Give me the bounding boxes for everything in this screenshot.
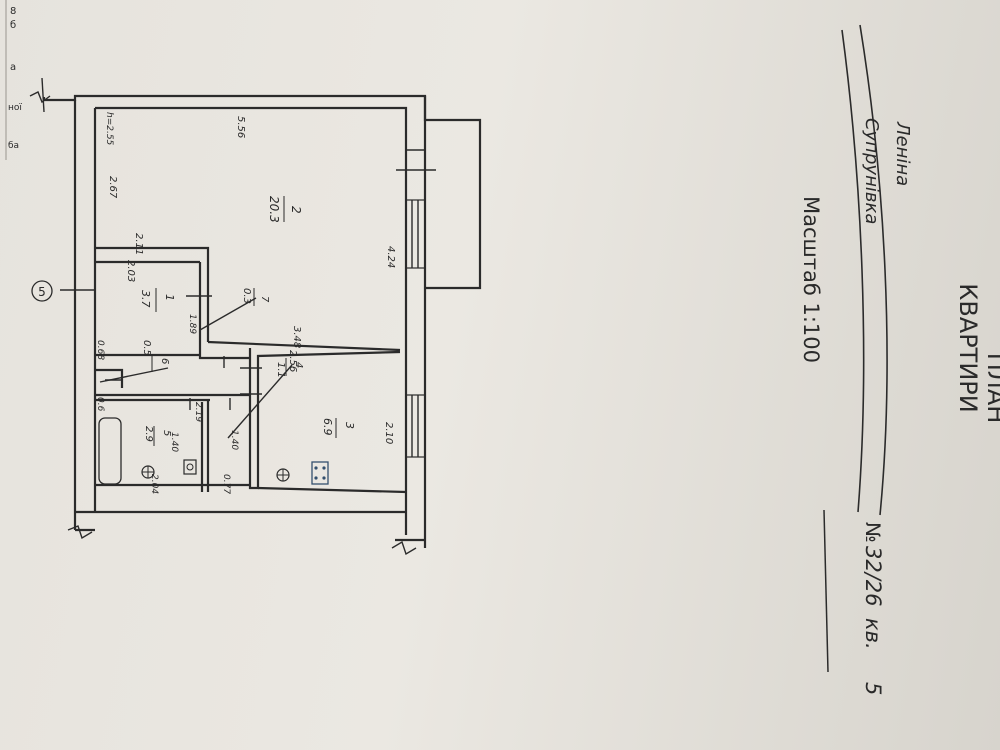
ceiling-height: h=2.55	[104, 112, 114, 146]
dim-2-11: 2.11	[133, 233, 144, 255]
window-top	[396, 149, 436, 171]
sink-icon	[141, 465, 155, 479]
dim-2-56: 2.56	[287, 350, 298, 372]
dim-2-04: 2.04	[149, 474, 159, 494]
bathtub-icon	[98, 417, 122, 485]
room-label-5: 5 2.9	[143, 426, 172, 446]
stove-sink-icon	[276, 468, 290, 482]
dim-2-10: 2.10	[383, 422, 394, 444]
svg-text:5: 5	[161, 430, 172, 436]
dim-0-6: 0.6	[95, 397, 105, 412]
svg-text:3.7: 3.7	[139, 290, 152, 308]
room-label-2: 2 20.3	[267, 196, 303, 223]
number-prefix: №	[861, 522, 885, 543]
wall-room3-bottom	[257, 486, 407, 494]
break-mark-bottom-left	[67, 525, 93, 540]
svg-text:6: 6	[159, 358, 170, 364]
window-bottom	[405, 394, 426, 458]
toilet-icon	[183, 459, 197, 475]
scale-label: Масштаб 1:100	[799, 196, 823, 363]
svg-text:2: 2	[289, 206, 303, 214]
room-label-4: 4 1.1	[275, 358, 304, 378]
edge-fragment-4: ної	[8, 103, 22, 113]
svg-text:4: 4	[293, 362, 304, 368]
room-label-7: 7 0.3	[241, 288, 270, 306]
outer-wall-bottom-ends	[75, 528, 425, 542]
wall-room1-top	[95, 246, 210, 342]
title-line-2: КВАРТИРИ	[954, 283, 982, 412]
svg-text:6.9: 6.9	[321, 418, 334, 436]
wall-room6-inner	[95, 368, 124, 388]
svg-text:0.5: 0.5	[141, 340, 152, 356]
title-line-1: ПЛАН	[982, 353, 1000, 424]
apartment-number: 5	[861, 682, 885, 695]
outer-wall-top-inner	[95, 106, 408, 535]
wall-room5-right	[200, 400, 210, 492]
leader-lines	[99, 297, 293, 439]
svg-text:1: 1	[163, 294, 176, 301]
stove-icon	[311, 461, 329, 485]
door-marks	[105, 295, 262, 410]
dim-5-56: 5.56	[235, 116, 246, 138]
room-label-3: 3 6.9	[321, 418, 356, 438]
street-line-outer	[859, 24, 888, 516]
dim-1-40b: 1.40	[229, 430, 239, 450]
apartment-prefix: кв.	[861, 618, 885, 650]
break-line-top-left	[41, 77, 45, 113]
break-mark-top-left	[29, 91, 51, 104]
number-value: 32/26	[861, 546, 885, 607]
street-label-suprunivka: Супрунівка	[861, 118, 882, 224]
street-label-lenina: Леніна	[892, 121, 913, 186]
dim-2-19: 2.19	[193, 402, 203, 422]
dim-2-03: 2.03	[125, 260, 136, 282]
window-middle	[405, 199, 426, 269]
svg-text:2.9: 2.9	[143, 426, 154, 442]
wall-room1-right	[198, 262, 250, 360]
room-label-6: 6 0.5	[141, 340, 170, 372]
room-label-1: 1 3.7	[139, 288, 176, 312]
svg-text:0.3: 0.3	[241, 288, 252, 304]
edge-fragment-2: б	[10, 20, 16, 31]
dim-3-48: 3.48	[291, 326, 302, 348]
dim-0-68: 0.68	[95, 340, 105, 360]
svg-text:20.3: 20.3	[267, 196, 281, 223]
axis-mark: 5	[31, 280, 95, 302]
svg-text:1.1: 1.1	[275, 362, 286, 378]
dim-1-89: 1.89	[187, 314, 197, 334]
street-line-inner	[841, 29, 865, 513]
edge-fragment-5: ба	[8, 141, 19, 151]
dim-2-67: 2.67	[107, 176, 118, 199]
svg-text:7: 7	[259, 296, 270, 303]
break-mark-bottom-right	[391, 540, 417, 556]
edge-fragment-3: а	[10, 62, 16, 73]
wall-room2-bottom	[207, 340, 401, 352]
number-underline	[823, 509, 829, 673]
edge-fragment-1: 8	[10, 6, 16, 17]
svg-text:3: 3	[343, 422, 356, 429]
dim-4-24: 4.24	[385, 246, 396, 268]
axis-mark-label: 5	[38, 285, 46, 299]
dim-1-40a: 1.40	[169, 432, 179, 452]
dim-0-77: 0.77	[221, 474, 231, 494]
